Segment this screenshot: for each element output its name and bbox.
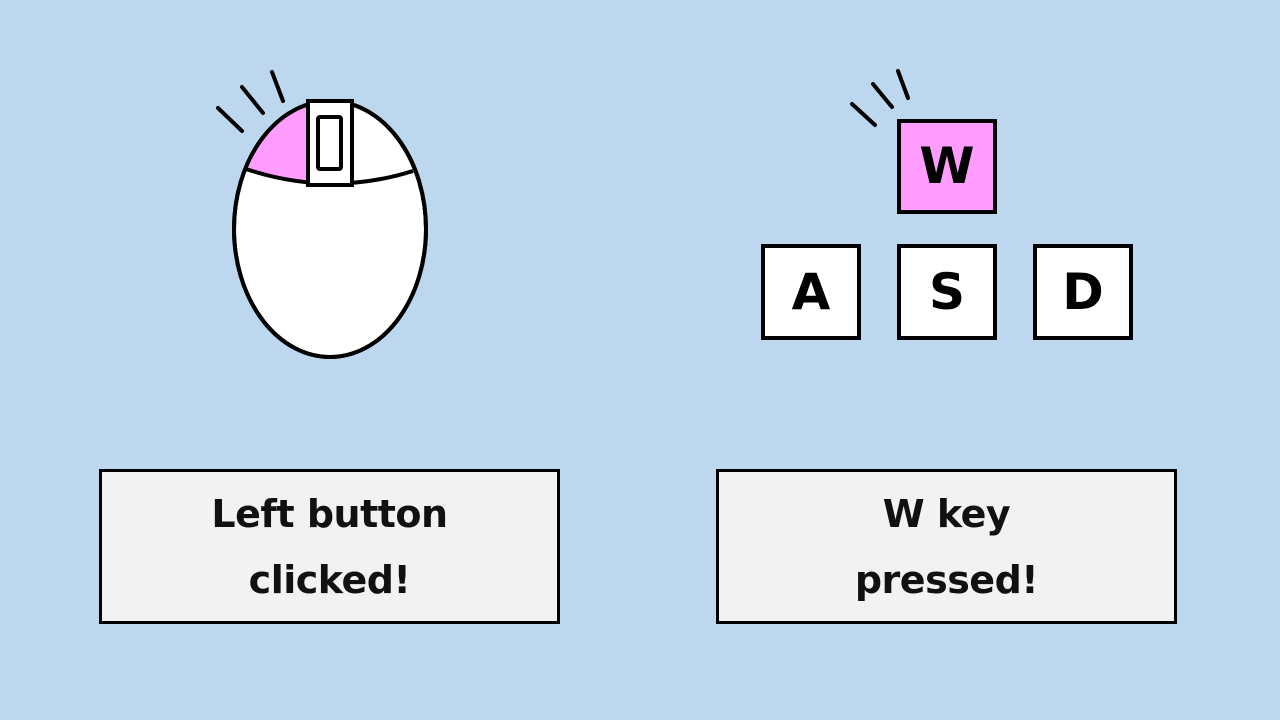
mouse-icon [216, 70, 428, 359]
key-s-label: S [929, 263, 965, 321]
key-press-indicator-lines [850, 69, 910, 127]
keyboard-status-message: W key pressed! [716, 469, 1177, 624]
wasd-keys: W A S D [761, 69, 1133, 340]
key-d: D [1033, 244, 1133, 340]
key-a: A [761, 244, 861, 340]
key-a-cap [761, 244, 861, 340]
key-d-cap [1033, 244, 1133, 340]
key-a-label: A [792, 263, 831, 321]
mouse-status-line-1: Left button [211, 491, 448, 536]
left-mouse-button-pressed [248, 102, 330, 184]
click-indicator-lines [216, 70, 285, 133]
key-w-cap [897, 119, 997, 214]
key-s: S [897, 244, 997, 340]
keyboard-status-line-2: pressed! [854, 557, 1039, 602]
mouse-status-line-2: clicked! [248, 557, 411, 602]
key-d-label: D [1062, 263, 1104, 321]
key-w: W [897, 119, 997, 214]
scroll-wheel [316, 115, 343, 171]
key-w-label: W [919, 137, 974, 195]
mouse-status-message: Left button clicked! [99, 469, 560, 624]
keyboard-status-line-1: W key [882, 491, 1011, 536]
key-s-cap [897, 244, 997, 340]
